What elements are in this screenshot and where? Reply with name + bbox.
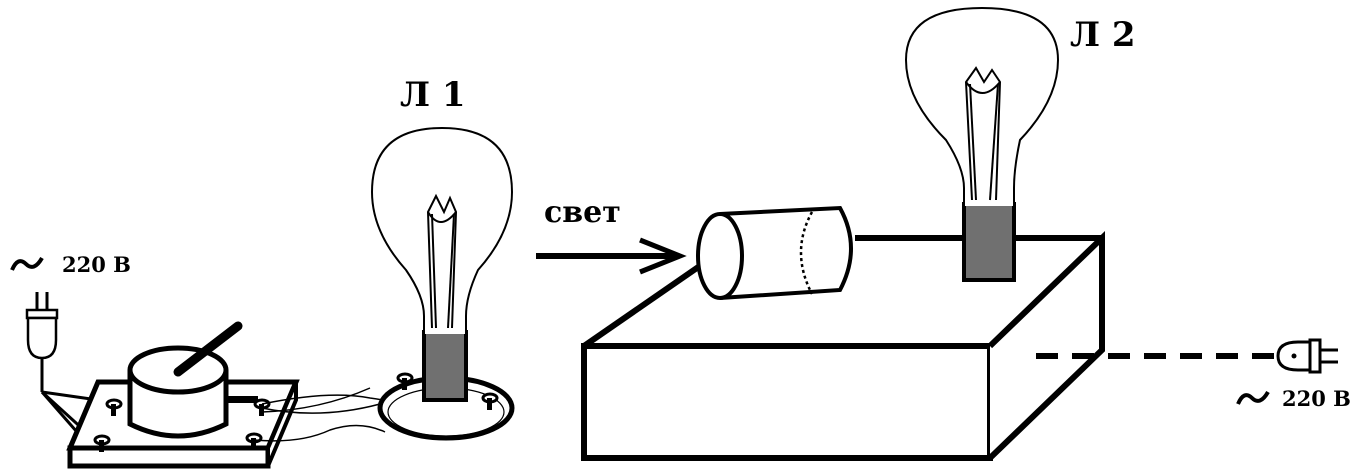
light-label: свет <box>544 195 621 230</box>
ac-wave-right-icon <box>1236 390 1270 405</box>
photocell <box>696 205 853 300</box>
lamp2-bulb-icon <box>904 6 1060 282</box>
voltage-right-label: 220 В <box>1282 386 1351 411</box>
lamp1-bulb-icon <box>370 126 514 402</box>
voltage-left-label: 220 В <box>62 252 131 277</box>
light-arrow-icon <box>536 237 687 275</box>
plug-left-icon <box>25 292 59 392</box>
plug-right-icon <box>1276 338 1338 374</box>
lamp1-label: Л 1 <box>400 75 466 115</box>
lamp2-label: Л 2 <box>1070 15 1136 55</box>
rheostat-device <box>66 321 300 469</box>
ac-wave-left-icon <box>10 256 44 271</box>
